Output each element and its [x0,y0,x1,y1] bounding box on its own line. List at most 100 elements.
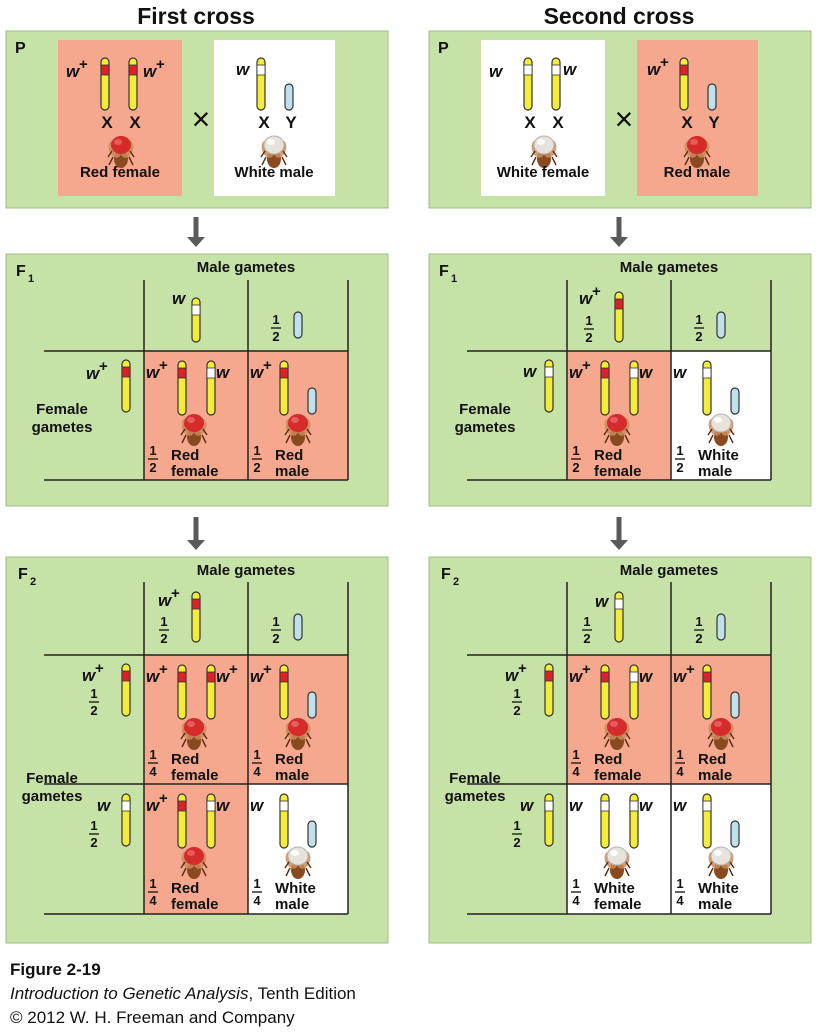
female-gametes-label: gametes [32,419,93,436]
book-title: Introduction to Genetic Analysis [10,984,249,1003]
offspring-fraction: 14 [571,876,581,908]
male-x-chromosome [679,57,689,111]
allele-plus: + [660,54,669,71]
offspring-phenotype-line1: Red [171,880,199,897]
offspring-x-chromosome-2 [206,664,216,720]
fraction-denominator: 4 [253,764,261,779]
allele-plus: + [99,358,108,375]
female-gamete-fraction: 12 [512,818,522,850]
fraction-denominator: 2 [513,835,520,850]
allele-w: w [146,667,161,686]
male-gamete-x-chromosome [614,291,624,343]
offspring-phenotype-line2: female [171,767,219,784]
female-gamete-allele-label: w [97,796,112,815]
offspring-x-chromosome-2 [629,793,639,849]
male-parent-label: Red male [664,164,731,181]
allele-w: w [673,796,688,815]
allele-plus: + [171,585,180,602]
allele-w: w [172,289,187,308]
female-gametes-label: gametes [445,788,506,805]
allele-plus: + [229,661,238,678]
offspring-x-chromosome [702,793,712,849]
fraction-numerator: 1 [513,818,520,833]
generation-label-p: P [15,40,26,57]
allele-w: w [236,60,251,79]
fraction-numerator: 1 [583,614,590,629]
red-eye-allele-band [206,671,216,683]
offspring-x-chromosome [279,664,289,720]
female-gamete-allele-label: w [520,796,535,815]
arrow-head [610,237,628,247]
offspring-phenotype-line1: Red [275,447,303,464]
allele-w: w [639,667,654,686]
fraction-numerator: 1 [149,443,156,458]
offspring-x-chromosome-2 [206,360,216,416]
male-gamete-fraction: 12 [271,312,281,344]
offspring-allele-label: w+ [250,357,272,382]
offspring-allele-label: w [250,796,265,815]
allele-w: w [639,363,654,382]
cross-symbol: × [192,101,211,137]
male-gamete-x-chromosome [191,591,201,643]
fraction-numerator: 1 [695,312,702,327]
offspring-phenotype-line1: Red [698,751,726,768]
offspring-allele-label-1: w+ [146,661,168,686]
allele-w: w [595,592,610,611]
cross-symbol: × [615,101,634,137]
fraction-denominator: 4 [149,893,157,908]
allele-w: w [216,796,231,815]
female-allele-label-2: w+ [143,56,165,81]
fraction-numerator: 1 [585,313,592,328]
fraction-denominator: 2 [272,329,279,344]
allele-w: w [82,666,97,685]
red-eye-allele-band [600,671,610,683]
red-eye-allele-band [177,800,187,812]
offspring-phenotype-line1: Red [594,447,622,464]
offspring-x-chromosome-1 [177,664,187,720]
allele-w: w [250,667,265,686]
offspring-x-chromosome [279,793,289,849]
allele-w: w [647,60,662,79]
offspring-phenotype-line2: female [171,896,219,913]
offspring-x-chromosome-2 [206,793,216,849]
fraction-numerator: 1 [149,747,156,762]
white-eye-allele-band [544,366,554,378]
red-eye-allele-band [600,367,610,379]
generation-subscript: 2 [30,576,36,588]
fraction-denominator: 2 [90,703,97,718]
fraction-denominator: 2 [253,460,260,475]
white-eye-allele-band [206,800,216,812]
female-gametes-label: Female [459,401,511,418]
allele-plus: + [582,357,591,374]
fraction-denominator: 2 [572,460,579,475]
female-allele-label-2: w [563,60,578,79]
parent-box-female [481,40,605,196]
offspring-phenotype-line2: female [594,767,642,784]
white-eye-allele-band [191,304,201,316]
fraction-numerator: 1 [676,747,683,762]
allele-w: w [523,362,538,381]
offspring-phenotype-line1: Red [171,751,199,768]
offspring-phenotype-line2: male [275,767,309,784]
fraction-denominator: 2 [585,330,592,345]
offspring-phenotype-line2: female [171,463,219,480]
fraction-denominator: 4 [572,893,580,908]
female-gamete-allele-label: w+ [86,358,108,383]
parent-box-male [637,40,758,196]
offspring-allele-label-2: w [639,363,654,382]
allele-w: w [569,796,584,815]
offspring-y-chromosome [307,691,317,719]
offspring-phenotype-line2: female [594,896,642,913]
white-eye-allele-band [600,800,610,812]
male-gamete-allele-label: w [172,289,187,308]
allele-w: w [569,363,584,382]
fraction-numerator: 1 [90,818,97,833]
male-gamete-y-chromosome [716,311,726,339]
offspring-fraction: 14 [148,747,158,779]
fraction-numerator: 1 [572,443,579,458]
offspring-allele-label: w+ [673,661,695,686]
white-eye-allele-band [279,800,289,812]
offspring-allele-label-1: w [569,796,584,815]
red-eye-allele-band [279,367,289,379]
fraction-numerator: 1 [253,747,260,762]
